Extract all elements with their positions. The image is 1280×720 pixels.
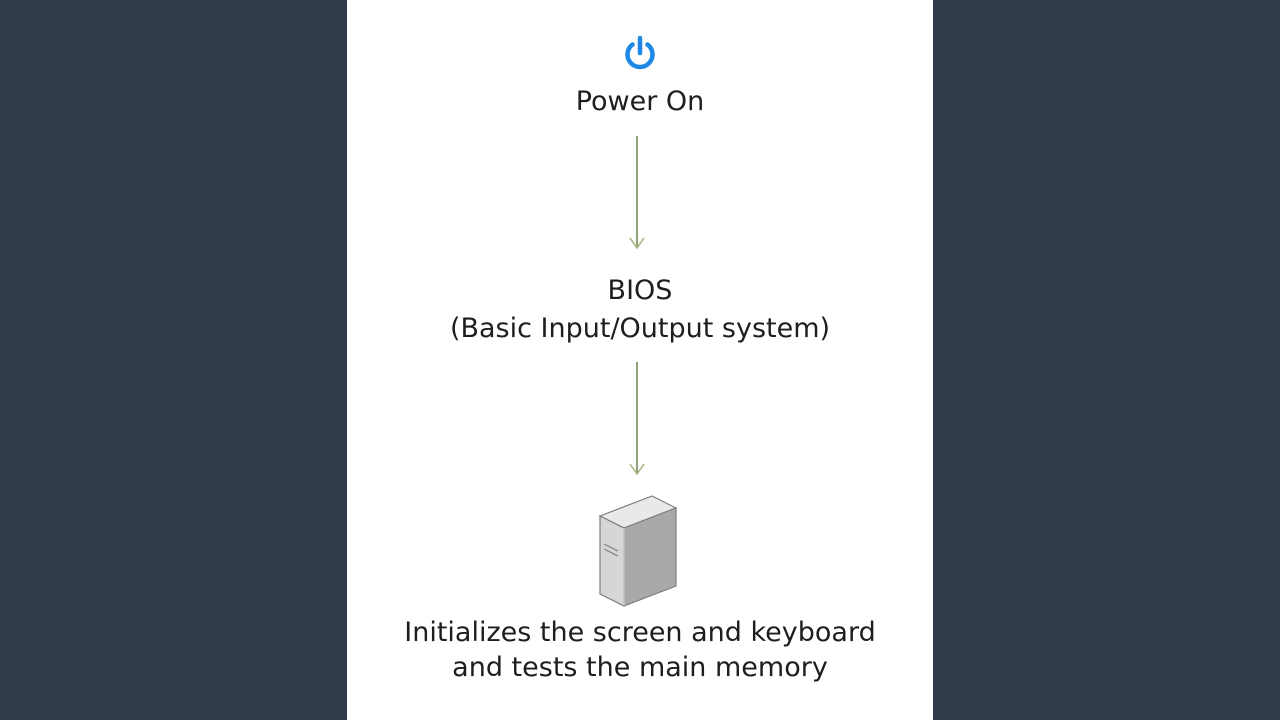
node-label-power-on: Power On — [575, 86, 705, 117]
arrow-power-to-bios — [629, 136, 645, 250]
diagram-canvas: Power On BIOS (Basic Input/Output system… — [347, 0, 933, 720]
arrow-bios-to-initialize — [629, 362, 645, 476]
server-tower-icon — [598, 495, 678, 607]
power-icon — [625, 35, 655, 70]
node-label-initialize-line2: and tests the main memory — [452, 652, 828, 683]
node-label-initialize-line1: Initializes the screen and keyboard — [404, 617, 876, 648]
node-label-bios-subtitle: (Basic Input/Output system) — [449, 313, 831, 344]
node-label-bios-title: BIOS — [607, 275, 673, 306]
